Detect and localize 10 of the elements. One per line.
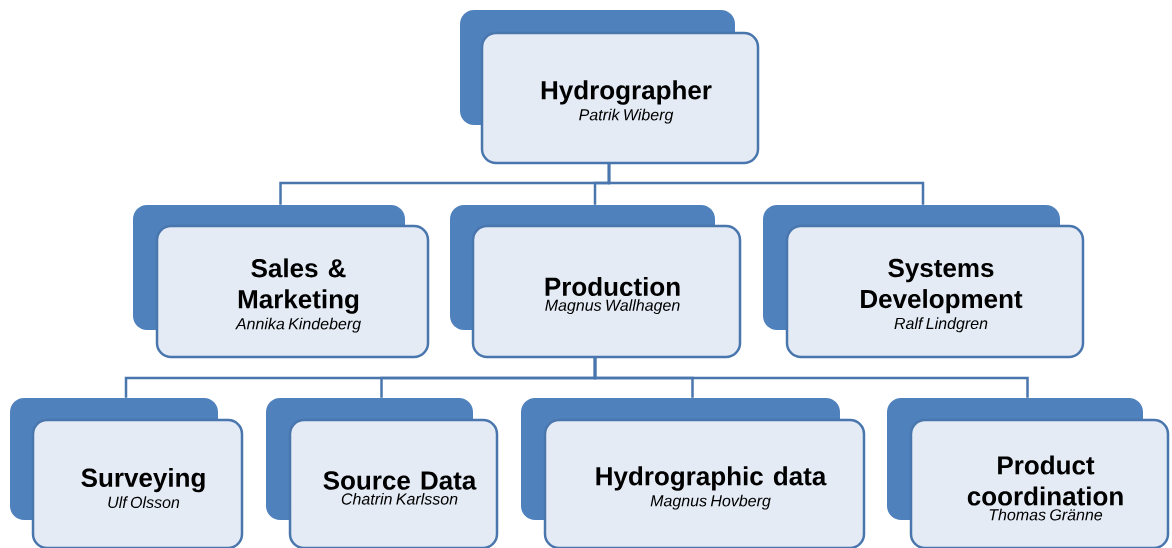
org-box: Hydrographic data Magnus Hovberg <box>521 398 866 548</box>
org-box: Systems Development Ralf Lindgren <box>763 205 1085 359</box>
org-box: Hydrographer Patrik Wiberg <box>460 10 760 165</box>
connector-line <box>593 357 1029 398</box>
org-box: Surveying Ulf Olsson <box>10 398 244 548</box>
org-box: Production Magnus Wallhagen <box>450 205 742 359</box>
org-box: Sales & Marketing Annika Kindeberg <box>133 205 430 359</box>
org-box: Source Data Chatrin Karlsson <box>266 398 499 548</box>
connector-line <box>607 163 925 205</box>
org-box: Product coordination Thomas Gränne <box>887 398 1170 548</box>
